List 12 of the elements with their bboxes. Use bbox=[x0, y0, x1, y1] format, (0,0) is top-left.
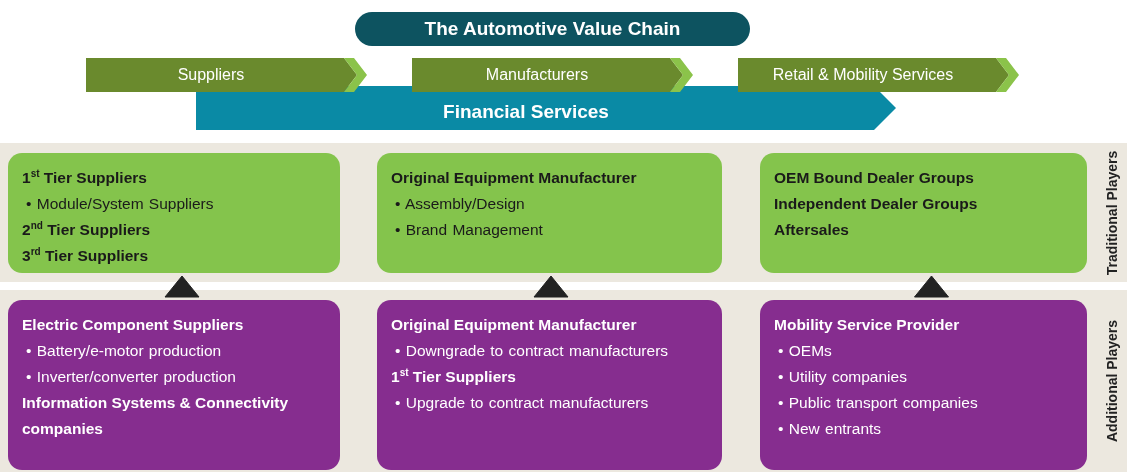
player-card: 1$^{st}$ Tier Suppliers • Module/System Suppliers 2$^{nd}$ Tier Suppliers 3$^{rd}$ Tier Suppliers bbox=[8, 153, 340, 273]
new-player-card: Electric Component Suppliers • Battery/e-motor production • Inverter/converter production Information Systems & Connectivity companies bbox=[8, 300, 340, 470]
row-label: Traditional Players bbox=[1104, 150, 1120, 275]
up-arrow bbox=[914, 275, 949, 298]
new-player-card: Original Equipment Manufacturer • Downgrade to contract manufacturers 1$^{st}$ Tier Suppliers • Upgrade to contract manufacturers bbox=[377, 300, 722, 470]
row-label: Additional Players bbox=[1104, 319, 1120, 443]
up-arrow bbox=[533, 275, 569, 298]
new-player-card: Mobility Service Provider • OEMs • Utility companies • Public transport companies • New entrants bbox=[760, 300, 1087, 470]
title-pill: The Automotive Value Chain bbox=[355, 12, 750, 46]
player-card: OEM Bound Dealer Groups Independent Dealer Groups Aftersales bbox=[760, 153, 1087, 273]
player-card: Original Equipment Manufacturer • Assembly/Design • Brand Management bbox=[377, 153, 722, 273]
up-arrow bbox=[164, 275, 200, 298]
